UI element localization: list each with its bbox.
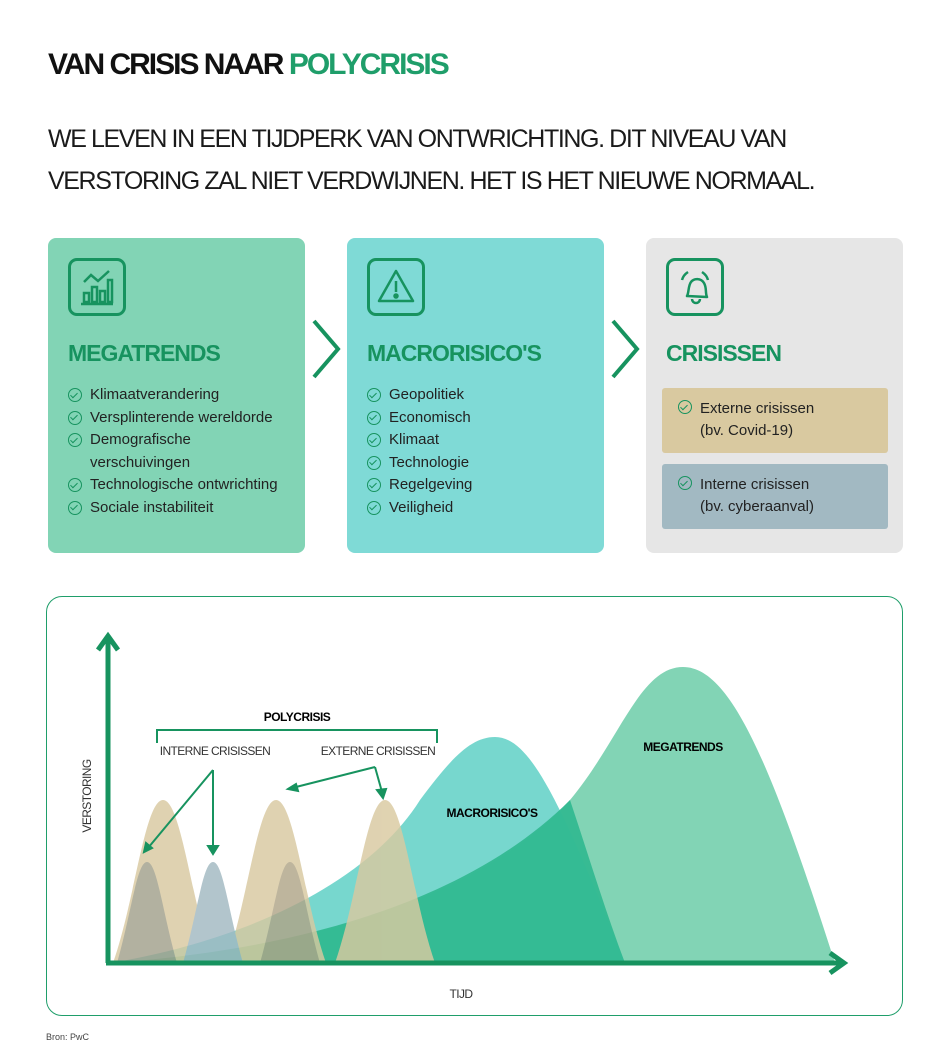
y-axis-arrow-icon xyxy=(95,631,120,651)
list-item: Economisch xyxy=(367,407,584,430)
check-icon xyxy=(68,433,82,448)
list-item: Technologie xyxy=(367,452,584,475)
polycrisis-bracket xyxy=(155,728,438,743)
externe-crisissen-label: EXTERNE CRISISSEN xyxy=(320,744,435,758)
card-macrorisicos: MACRORISICO'S Geopolitiek Economisch Kli… xyxy=(347,238,604,553)
check-icon xyxy=(367,455,381,470)
source-note: Bron: PwC xyxy=(46,1032,90,1042)
polycrisis-label: POLYCRISIS xyxy=(263,710,330,724)
x-axis-label: TIJD xyxy=(449,987,473,1001)
check-icon xyxy=(68,410,82,425)
macrorisicos-overlap xyxy=(109,799,625,963)
bell-alarm-icon xyxy=(666,258,724,316)
check-icon xyxy=(68,500,82,515)
bar-chart-trend-icon xyxy=(68,258,126,316)
internal-crises-box: Interne crisissen(bv. cyberaanval) xyxy=(662,464,888,529)
card-title: MEGATRENDS xyxy=(68,340,221,366)
list-item: Demografische verschuivingen xyxy=(68,429,285,474)
check-icon xyxy=(367,500,381,515)
internal-crisis-peak xyxy=(182,861,243,963)
list-item: Klimaat xyxy=(367,429,584,452)
page-title: VAN CRISIS NAAR POLYCRISIS xyxy=(48,48,450,81)
check-icon xyxy=(367,410,381,425)
chevron-right-icon xyxy=(611,319,640,379)
megatrends-area xyxy=(109,666,835,963)
check-icon xyxy=(367,433,381,448)
list-item: Technologische ontwrichting xyxy=(68,474,285,497)
card-title: CRISISSEN xyxy=(666,340,782,366)
internal-crisis-peak xyxy=(116,861,177,963)
check-icon xyxy=(367,388,381,402)
interne-crisissen-label: INTERNE CRISISSEN xyxy=(159,744,270,758)
warning-triangle-icon xyxy=(367,258,425,316)
list-item: Versplinterende wereldorde xyxy=(68,407,285,430)
polycrisis-diagram: POLYCRISIS INTERNE CRISISSEN EXTERNE CRI… xyxy=(46,596,903,1016)
y-axis-label: VERSTORING xyxy=(80,759,94,832)
card-megatrends: MEGATRENDS Klimaatverandering Versplinte… xyxy=(48,238,305,553)
list-item: Veiligheid xyxy=(367,497,584,520)
page-subtitle: WE LEVEN IN EEN TIJDPERK VAN ONTWRICHTIN… xyxy=(48,125,816,195)
list-item: Sociale instabiliteit xyxy=(68,497,285,520)
external-crises-box: Externe crisissen(bv. Covid-19) xyxy=(662,388,888,453)
check-icon xyxy=(367,478,381,493)
check-icon xyxy=(678,476,692,490)
card-title: MACRORISICO'S xyxy=(367,340,542,366)
list-item: Klimaatverandering xyxy=(68,384,285,407)
list-item: Geopolitiek xyxy=(367,384,584,407)
macrorisicos-label: MACRORISICO'S xyxy=(446,806,538,820)
card-crisissen: CRISISSEN Externe crisissen(bv. Covid-19… xyxy=(646,238,903,553)
internal-crisis-peak xyxy=(259,861,320,963)
x-axis-arrow-icon xyxy=(828,950,848,975)
list-item: Regelgeving xyxy=(367,474,584,497)
external-crisis-peak xyxy=(334,799,435,963)
check-icon xyxy=(68,388,82,402)
check-icon xyxy=(68,478,82,493)
chevron-right-icon xyxy=(312,319,341,379)
check-icon xyxy=(678,400,692,414)
megatrends-label: MEGATRENDS xyxy=(643,740,723,754)
